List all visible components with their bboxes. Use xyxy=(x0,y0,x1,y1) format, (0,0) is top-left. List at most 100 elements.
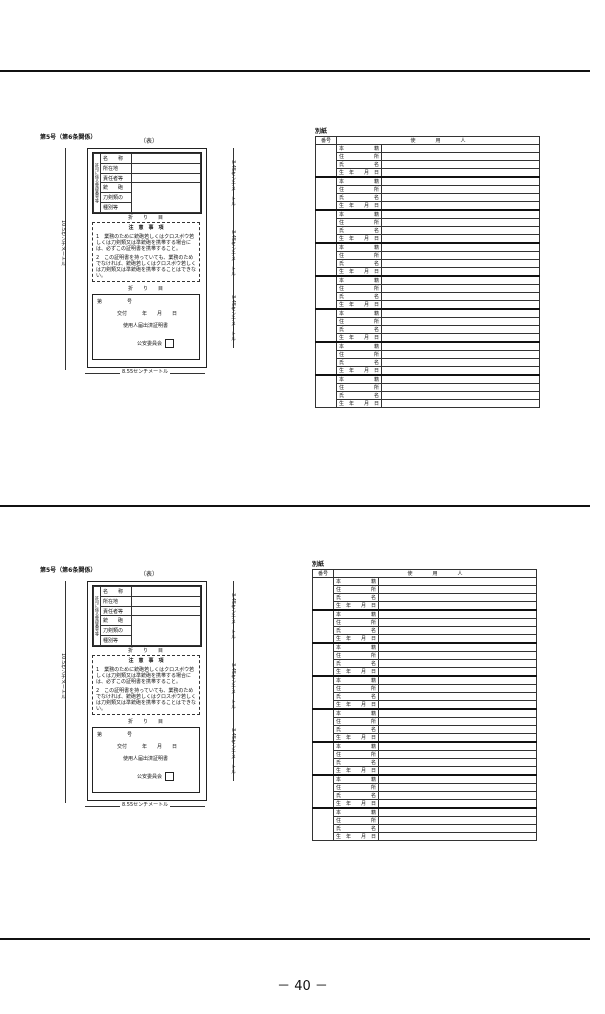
field-label: 生 年月 日 xyxy=(333,601,379,611)
fold-line-label: 折 り 目 xyxy=(128,719,164,725)
col-employee: 使 用 人 xyxy=(336,136,540,145)
width-dimension-label: 8.55センチメートル xyxy=(120,369,171,375)
number-cell xyxy=(315,275,337,310)
field-value xyxy=(378,750,537,759)
field-label-b: 所 xyxy=(373,253,379,259)
field-value xyxy=(378,593,537,602)
field-label-b: 籍 xyxy=(370,810,376,816)
field-label-b: 名 xyxy=(370,760,376,766)
page-number: － 40 － xyxy=(277,979,328,994)
field-label-a: 氏 xyxy=(336,760,342,766)
field-label: 氏名 xyxy=(333,791,379,800)
field-label-a: 生 年 xyxy=(339,170,355,176)
field-label-b: 所 xyxy=(370,686,376,692)
field-value xyxy=(378,684,537,693)
seal-icon xyxy=(165,339,175,348)
certificate-panel: 第 号 交付 年 月 日 使用人届出済証明書 公安委員会 xyxy=(92,294,200,360)
field-label-a: 住 xyxy=(336,818,342,824)
height-dimension-line xyxy=(65,581,66,803)
field-label-a: 本 xyxy=(336,711,342,717)
field-label: 住所 xyxy=(336,284,382,293)
field-value xyxy=(378,791,537,800)
table-row: 生 年月 日 xyxy=(313,601,537,611)
right-dimension-line xyxy=(233,148,234,348)
field-value xyxy=(381,399,540,408)
field-label: 生 年月 日 xyxy=(333,700,379,710)
field-label-b: 月 日 xyxy=(360,702,376,708)
field-value xyxy=(381,176,540,186)
field-label-a: 生 年 xyxy=(336,603,352,609)
field-label: 本籍 xyxy=(333,774,379,784)
field-label: 生 年月 日 xyxy=(333,667,379,677)
field-label: 氏名 xyxy=(333,659,379,668)
row-label: 銃 砲 xyxy=(100,615,132,627)
number-cell xyxy=(315,209,337,244)
field-label-a: 氏 xyxy=(339,360,345,366)
field-label-a: 住 xyxy=(336,785,342,791)
field-label-a: 生 年 xyxy=(336,636,352,642)
field-label-b: 月 日 xyxy=(363,302,379,308)
note-1: 1 業務のために銃砲若しくはクロスボウ若しくは刀剣類又は準銃砲を携帯する場合には… xyxy=(96,667,195,685)
table-row: 生 年月 日 xyxy=(316,168,540,178)
field-value xyxy=(378,807,537,817)
number-cell xyxy=(312,708,334,743)
field-label-a: 生 年 xyxy=(336,735,352,741)
field-label-b: 籍 xyxy=(373,377,379,383)
field-value xyxy=(378,766,537,776)
field-label-b: 籍 xyxy=(370,612,376,618)
field-label-a: 住 xyxy=(336,620,342,626)
field-label-a: 本 xyxy=(339,179,345,185)
table-row: 住所 xyxy=(313,783,537,792)
row-label: 銃 砲 xyxy=(100,182,132,194)
note-1: 1 業務のために銃砲若しくはクロスボウ若しくは刀剣類又は準銃砲を携帯する場合には… xyxy=(96,234,195,252)
field-value xyxy=(381,300,540,310)
table-row: 生 年月 日 xyxy=(313,832,537,841)
table-row: 氏名 xyxy=(316,391,540,400)
table-row: 住所 xyxy=(313,816,537,825)
number-cell xyxy=(312,807,334,841)
field-label-b: 月 日 xyxy=(360,735,376,741)
field-label-b: 所 xyxy=(373,385,379,391)
table-row: 住所 xyxy=(313,750,537,759)
field-label: 本籍 xyxy=(333,609,379,619)
field-label-a: 氏 xyxy=(339,162,345,168)
field-label-a: 生 年 xyxy=(336,801,352,807)
col-number: 番号 xyxy=(315,136,337,145)
permit-diagram-bottom: 第5号（第6条関係） （表） 10.5センチメートル 3.45センチメートル 3… xyxy=(40,563,250,813)
height-dimension-label: 10.5センチメートル xyxy=(60,653,66,700)
fold-line-label: 折 り 目 xyxy=(128,286,164,292)
field-label-b: 月 日 xyxy=(360,768,376,774)
section-dimension-label-3: 3.45センチメートル xyxy=(230,728,236,775)
table-row: 本籍 xyxy=(315,341,540,376)
field-label-a: 本 xyxy=(339,377,345,383)
field-value xyxy=(381,218,540,227)
number-cell xyxy=(312,577,334,611)
field-label-b: 籍 xyxy=(370,678,376,684)
section-dimension-label-1: 3.45センチメートル xyxy=(230,593,236,640)
field-label-a: 生 年 xyxy=(339,236,355,242)
field-label-a: 住 xyxy=(336,719,342,725)
table-row: 本籍 xyxy=(315,209,540,244)
fold-line-label: 折 り 目 xyxy=(128,215,164,221)
table-row: 氏名 xyxy=(316,292,540,301)
table-row: 氏名 xyxy=(316,193,540,202)
field-label-b: 所 xyxy=(370,620,376,626)
field-value xyxy=(378,659,537,668)
field-label: 氏名 xyxy=(336,391,382,400)
width-dimension-label: 8.55センチメートル xyxy=(120,802,171,808)
field-label-a: 生 年 xyxy=(339,401,355,407)
issue-date: 交付 年 月 日 xyxy=(117,311,178,317)
field-label: 生 年月 日 xyxy=(333,832,379,841)
field-label-a: 生 年 xyxy=(336,669,352,675)
registration-panel: 許可に係る登録番号等 名 称 所在地 責任者等 銃 砲 刀剣類の 種別等 xyxy=(92,152,202,214)
field-label-b: 名 xyxy=(373,360,379,366)
sheet-title: 別紙 xyxy=(315,128,328,135)
field-label-b: 籍 xyxy=(373,311,379,317)
number-cell xyxy=(312,741,334,776)
table-row: 氏名 xyxy=(313,758,537,767)
field-label: 住所 xyxy=(333,684,379,693)
number-cell xyxy=(315,176,337,211)
table-row: 本籍 xyxy=(315,374,540,408)
field-label: 氏名 xyxy=(336,160,382,169)
table-row: 本籍 xyxy=(315,176,540,211)
